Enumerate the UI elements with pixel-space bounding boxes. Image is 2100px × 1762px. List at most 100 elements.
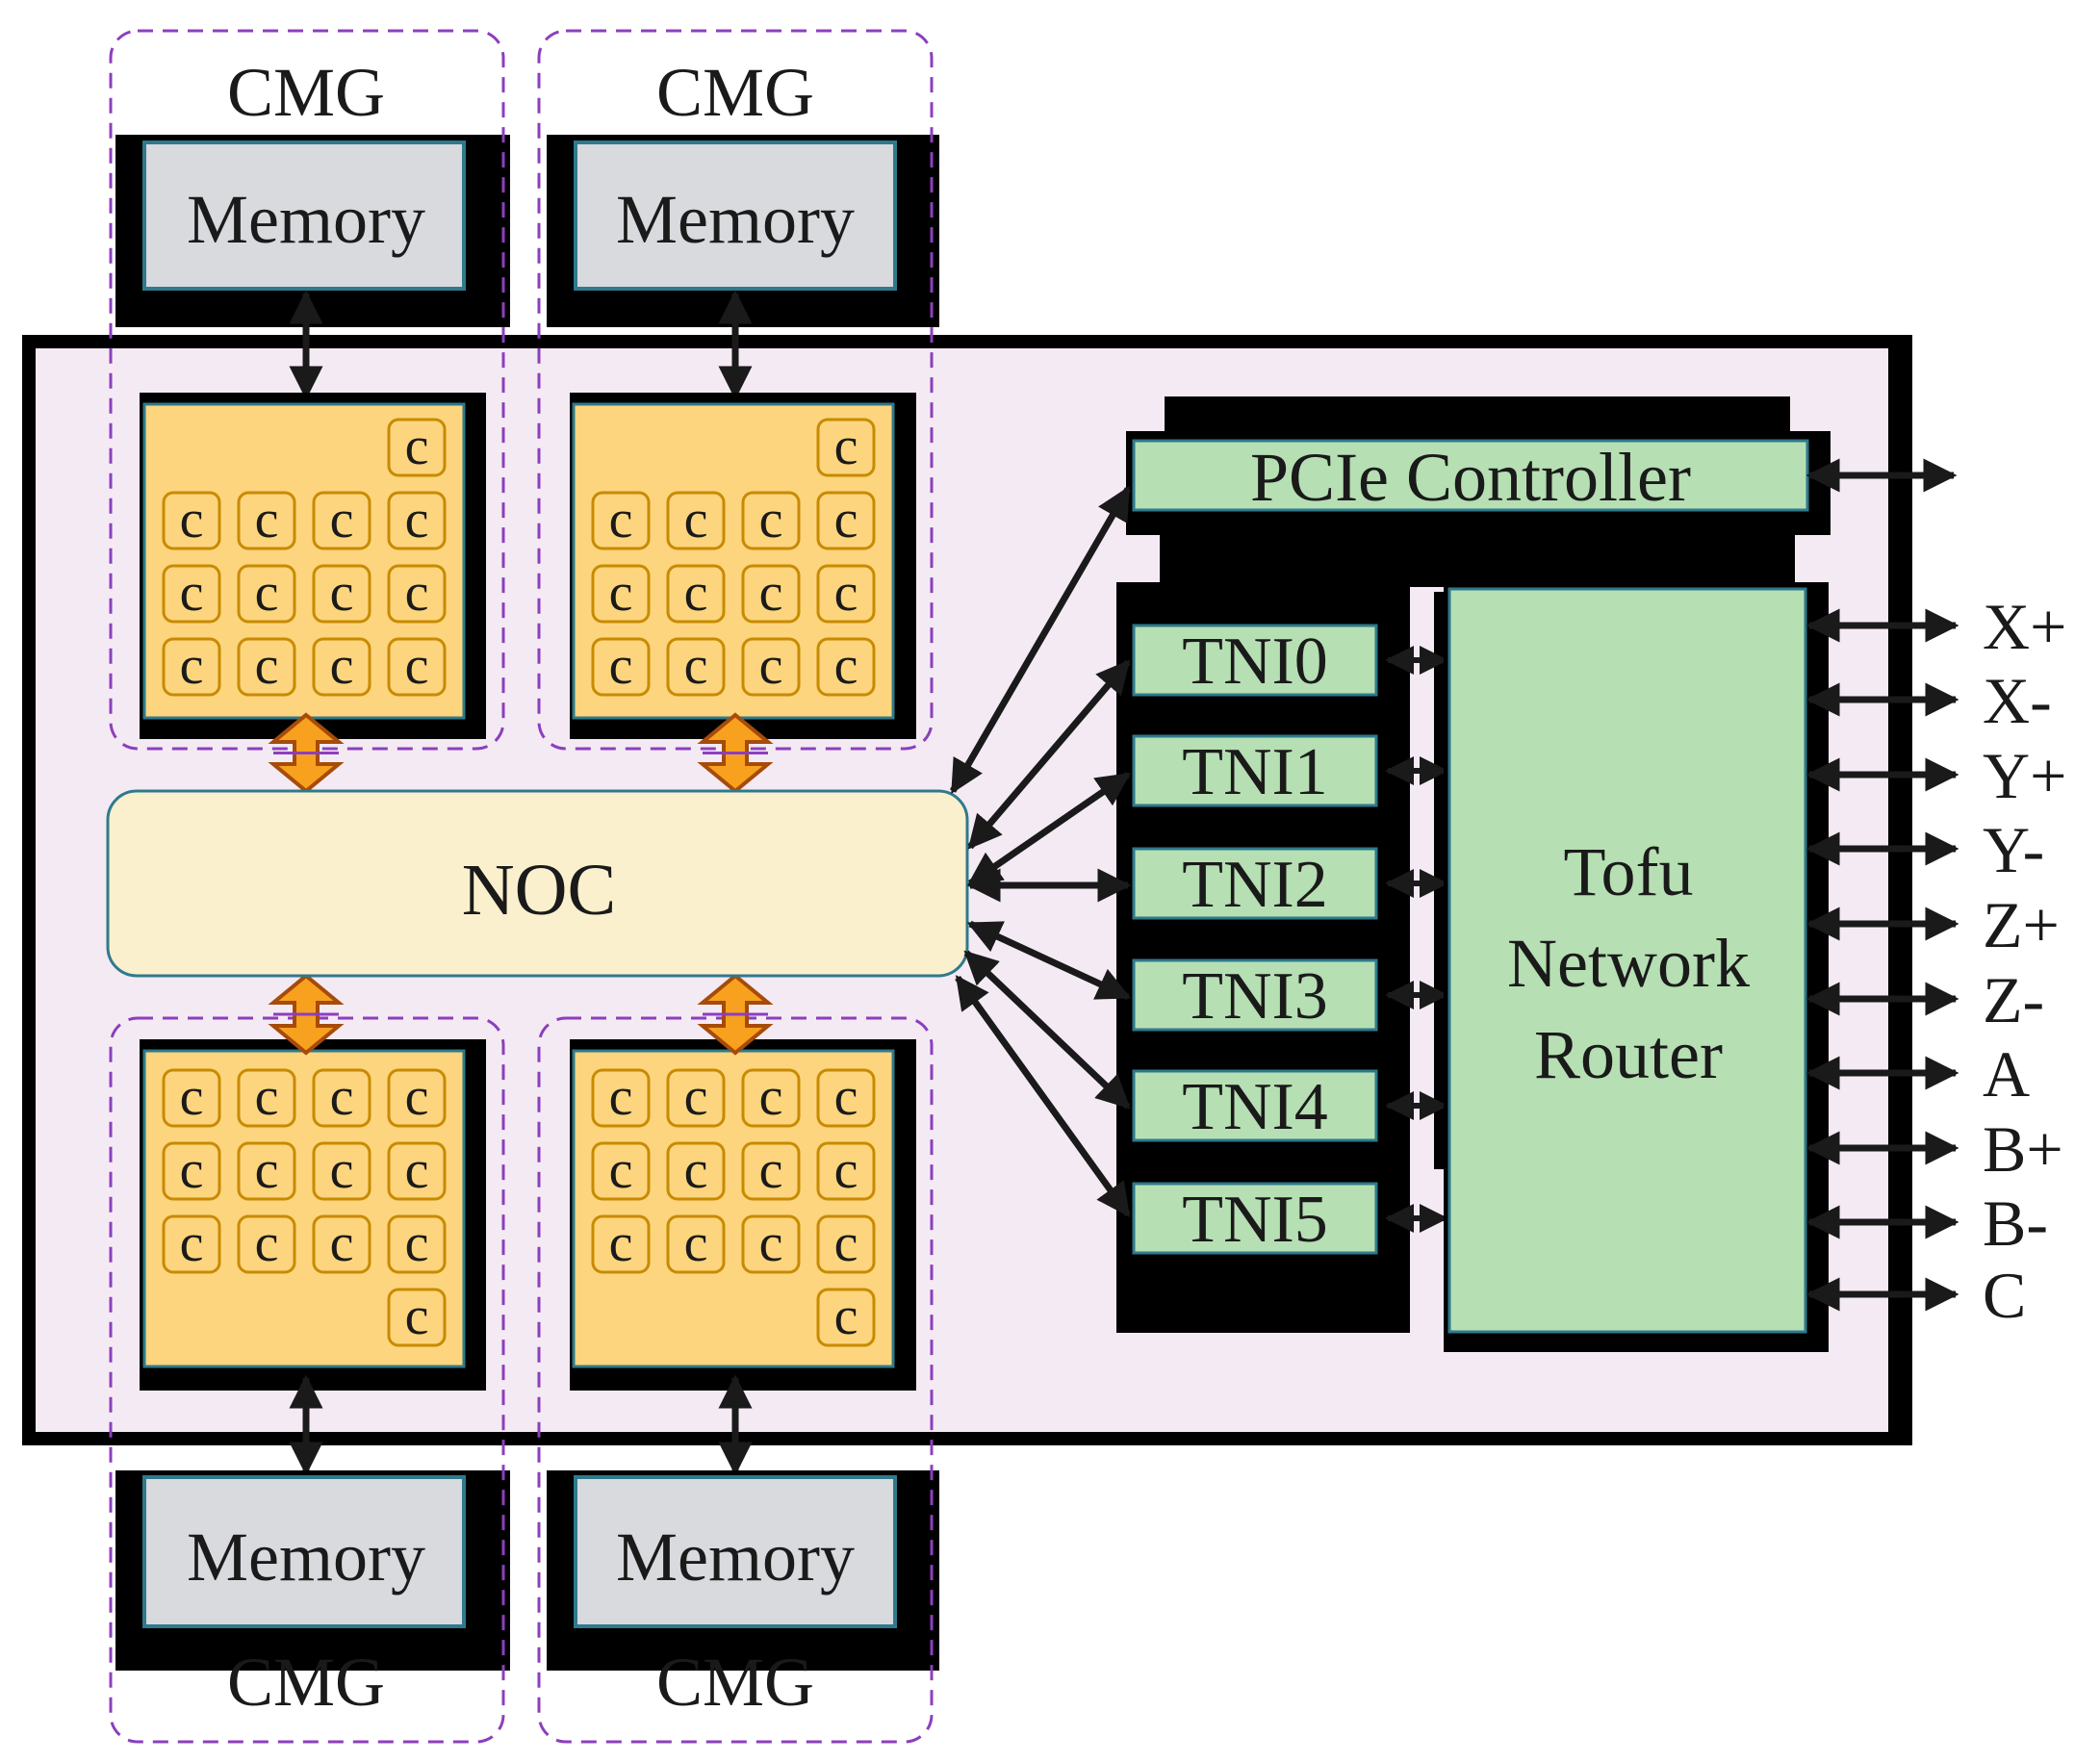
memory-label: Memory — [187, 1519, 425, 1596]
core-label: c — [834, 490, 858, 549]
core-label: c — [609, 563, 633, 623]
port-label: C — [1983, 1259, 2026, 1332]
core-box — [162, 491, 221, 550]
core-label: c — [405, 563, 429, 623]
core-label: c — [180, 1140, 204, 1200]
core-label: c — [684, 1140, 708, 1200]
tni-label: TNI2 — [1182, 848, 1328, 922]
core-box — [387, 491, 447, 550]
noc-link-bottom-left — [268, 973, 345, 1056]
core-box — [312, 1214, 371, 1274]
router-label-line1: Tofu — [1564, 833, 1694, 910]
core-label: c — [609, 1067, 633, 1127]
memory-block — [142, 1475, 466, 1628]
port-label: B+ — [1983, 1112, 2063, 1186]
port-label: Z+ — [1983, 888, 2060, 961]
core-box — [387, 1068, 447, 1128]
tni-label: TNI0 — [1182, 625, 1328, 699]
core-box — [162, 1068, 221, 1128]
core-label: c — [834, 1213, 858, 1273]
core-box — [312, 491, 371, 550]
core-label: c — [180, 1213, 204, 1273]
port-label: B- — [1983, 1187, 2048, 1260]
port-label: X+ — [1983, 590, 2066, 663]
core-box — [162, 637, 221, 697]
tofu-router — [1447, 587, 1807, 1334]
core-box — [816, 1068, 876, 1128]
pcie-label: PCIe Controller — [1250, 439, 1691, 516]
core-label: c — [405, 1287, 429, 1346]
core-box — [387, 1288, 447, 1347]
core-label: c — [330, 636, 354, 696]
core-label: c — [330, 1067, 354, 1127]
core-label: c — [759, 636, 783, 696]
port-label: Y- — [1983, 813, 2044, 886]
cmg-title: CMG — [656, 1644, 814, 1721]
core-box — [816, 637, 876, 697]
core-box — [162, 564, 221, 624]
router-label-line3: Router — [1534, 1016, 1723, 1093]
core-box — [816, 1214, 876, 1274]
core-label: c — [609, 1213, 633, 1273]
port-label: Z- — [1983, 963, 2044, 1036]
tni-box — [1132, 1182, 1378, 1255]
core-box — [816, 564, 876, 624]
core-label: c — [609, 490, 633, 549]
chip-shadow-right — [1888, 342, 1906, 1439]
core-label: c — [255, 1067, 279, 1127]
core-box — [816, 1288, 876, 1347]
core-box — [741, 1214, 801, 1274]
core-box — [591, 1068, 651, 1128]
core-label: c — [834, 636, 858, 696]
core-label: c — [684, 490, 708, 549]
core-label: c — [330, 490, 354, 549]
core-box — [741, 1141, 801, 1201]
pcie-shadow — [1165, 396, 1790, 435]
core-label: c — [759, 563, 783, 623]
core-label: c — [759, 1213, 783, 1273]
core-label: c — [180, 490, 204, 549]
core-box — [816, 1141, 876, 1201]
core-box — [666, 637, 726, 697]
cmg-boundary — [537, 1016, 934, 1744]
memory-label: Memory — [187, 181, 425, 258]
core-box — [162, 1141, 221, 1201]
tni-box — [1132, 1069, 1378, 1142]
noc-link-arrow — [967, 772, 1131, 886]
tni-label: TNI1 — [1182, 735, 1328, 809]
core-box — [237, 491, 296, 550]
core-label: c — [330, 1213, 354, 1273]
port-label: Y+ — [1983, 739, 2066, 812]
pcie-controller — [1132, 439, 1809, 512]
memory-block — [142, 140, 466, 291]
tni-label: TNI4 — [1182, 1070, 1328, 1144]
cmg-title: CMG — [227, 54, 385, 131]
core-label: c — [684, 1067, 708, 1127]
core-label: c — [255, 1213, 279, 1273]
core-box — [387, 637, 447, 697]
core-label: c — [255, 490, 279, 549]
core-label: c — [180, 1067, 204, 1127]
core-label: c — [759, 1140, 783, 1200]
cmg-boundary — [109, 1016, 505, 1744]
core-label: c — [405, 417, 429, 476]
network-ports: X+X-Y+Y-Z+Z-AB+B-C — [1805, 590, 2066, 1332]
tni-box — [1132, 624, 1378, 697]
core-box — [741, 1068, 801, 1128]
core-box — [312, 637, 371, 697]
noc-link-bottom-right — [697, 973, 774, 1056]
core-box — [387, 564, 447, 624]
core-box — [237, 1068, 296, 1128]
core-box — [162, 1214, 221, 1274]
port-label: X- — [1983, 664, 2052, 737]
core-label: c — [405, 636, 429, 696]
core-box — [312, 1068, 371, 1128]
core-box — [666, 491, 726, 550]
port-label: A — [1983, 1037, 2030, 1111]
core-label: c — [684, 636, 708, 696]
tni-box — [1132, 958, 1378, 1032]
core-box — [312, 1141, 371, 1201]
